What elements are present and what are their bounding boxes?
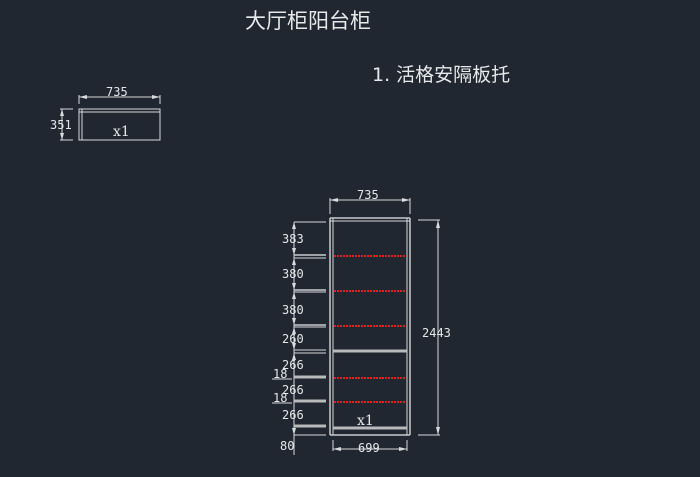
left-dim-label: 266 (282, 358, 304, 372)
cabinet-qty-label: x1 (357, 413, 374, 429)
small-panel-height-dimension: 351 (50, 108, 73, 141)
cabinet-top-width-dimension: 735 (329, 188, 411, 214)
left-dim-label: 260 (282, 332, 304, 346)
cabinet-left-dimension-chain: 383 380 380 260 266 266 266 80 18 18 (272, 221, 326, 455)
left-dim-label: 383 (282, 232, 304, 246)
thickness-label: 18 (273, 367, 287, 381)
thickness-label: 18 (273, 391, 287, 405)
small-panel-view: 735 351 x1 (50, 85, 161, 141)
small-panel-outline (78, 108, 161, 141)
cabinet-total-height-dimension: 2443 (418, 219, 451, 436)
drawing-title: 大厅柜阳台柜 (245, 9, 371, 33)
small-panel-width-label: 735 (106, 85, 128, 99)
left-dim-label: 80 (280, 439, 294, 453)
small-panel-qty-label: x1 (113, 124, 130, 140)
cabinet-bottom-width-dimension: 699 (332, 440, 408, 455)
cabinet-top-width-label: 735 (357, 188, 379, 202)
left-dim-label: 266 (282, 383, 304, 397)
drawing-note: 1. 活格安隔板托 (372, 64, 510, 86)
left-dim-label: 380 (282, 303, 304, 317)
cabinet-total-height-label: 2443 (422, 326, 451, 340)
cabinet-elevation: x1 735 699 2443 (272, 188, 451, 455)
left-dim-label: 380 (282, 267, 304, 281)
cabinet-bottom-width-label: 699 (358, 441, 380, 455)
small-panel-height-label: 351 (50, 118, 72, 132)
small-panel-width-dimension: 735 (78, 85, 161, 104)
left-dim-label: 266 (282, 408, 304, 422)
